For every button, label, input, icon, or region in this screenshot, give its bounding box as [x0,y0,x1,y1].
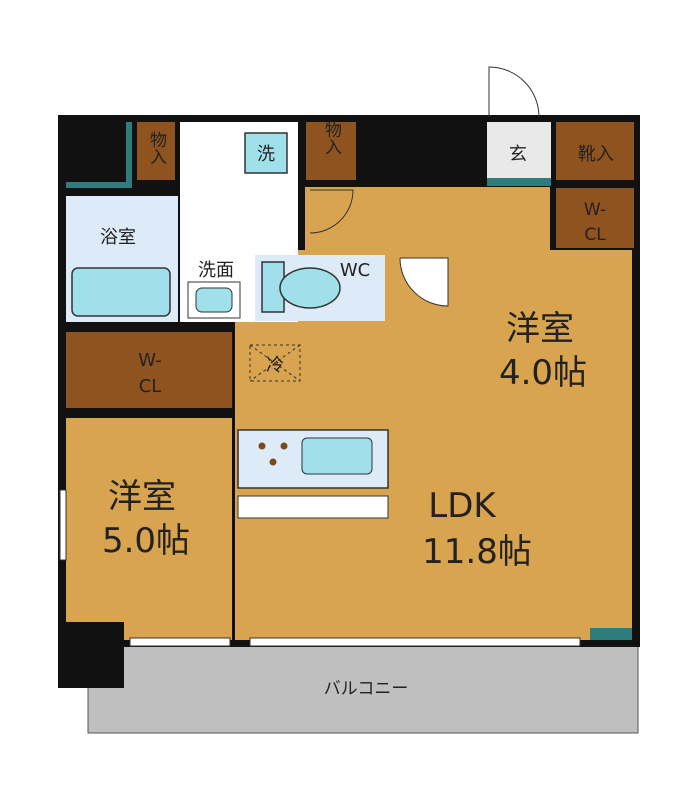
shoe-storage-label: 靴入 [578,144,614,165]
western-room-left [66,418,232,640]
fridge-cross [249,344,301,382]
wcl-left-label-2: CL [139,376,162,397]
wash-basin-bowl [195,287,233,313]
wc-door-arc [399,257,449,307]
wcl-left [66,332,232,408]
storage-left-label: 物入 [146,131,167,165]
teal-step [590,628,632,640]
entry-door-arc [488,66,540,118]
western-room-right [470,258,632,438]
wcl-left-label-1: W- [138,350,162,371]
window-left [59,489,67,561]
kitchen-sink [301,437,373,475]
stove-burner-icon [269,458,277,466]
balcony-label: バルコニー [324,679,409,699]
western-left-size: 5.0帖 [102,521,190,561]
entrance-floor [487,122,551,180]
storage-center-label: 物入 [321,121,342,155]
entrance-label: 玄 [509,144,527,165]
teal-corner-inner [66,122,126,182]
ldk-name: LDK [428,486,497,526]
balcony-area [87,644,639,734]
wcl-right [556,188,634,248]
western-left-name: 洋室 [108,477,176,517]
fridge-label: 冷 [266,355,284,376]
western-right-name: 洋室 [506,309,574,349]
entrance-step [487,178,551,186]
kitchen-back-counter [237,495,389,519]
washing-machine [244,132,288,174]
storage-left [137,122,175,180]
hall-door-arc [309,189,354,234]
ldk-size: 11.8帖 [422,532,532,572]
western-right-size: 4.0帖 [499,353,587,393]
wcl-right-label-2: CL [584,225,606,245]
stove-burner-icon [258,442,266,450]
shoe-storage [556,122,634,180]
storage-center [306,122,356,180]
window-balcony-2 [249,637,581,647]
wash-machine-label: 洗 [257,144,275,165]
toilet-bowl [279,267,341,309]
corner-pillar [58,622,124,688]
washroom-label: 洗面 [198,260,234,281]
hallway [305,187,550,252]
fridge-space [249,344,301,382]
window-balcony-1 [129,637,231,647]
wcl-right-label-1: W- [584,200,606,220]
stove-burner-icon [280,442,288,450]
wc-label: WC [340,260,370,281]
bath-label: 浴室 [100,227,136,248]
bathtub [71,267,171,317]
